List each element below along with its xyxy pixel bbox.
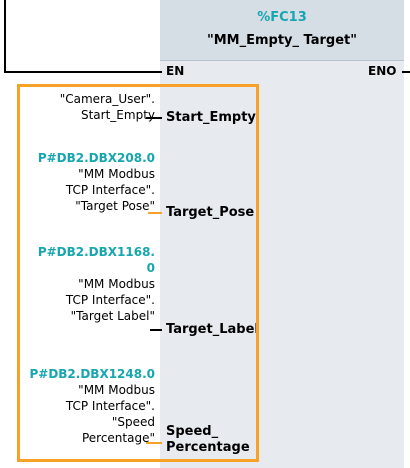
operand-line: Percentage"	[81, 431, 155, 445]
operand-address: 0	[146, 261, 155, 275]
en-pin-label: EN	[166, 64, 185, 78]
pin-speed-percentage[interactable]: Speed_ Percentage	[166, 424, 250, 456]
operand-address: P#DB2.DBX208.0	[37, 151, 155, 165]
pin-start-empty[interactable]: Start_Empty	[166, 110, 256, 125]
block-title: "MM_Empty_ Target"	[206, 33, 358, 48]
operand-line: "Target Pose"	[75, 199, 155, 213]
header-divider	[160, 60, 404, 61]
eno-connection-wire[interactable]	[402, 71, 410, 73]
block-number: %FC13	[257, 10, 307, 25]
operand-line: TCP Interface".	[65, 399, 155, 413]
power-rail	[4, 0, 6, 72]
operand-line: "Camera_User".	[59, 92, 155, 106]
operand-line: "MM Modbus	[78, 383, 155, 397]
operand-line: "MM Modbus	[78, 277, 155, 291]
pin-label-line: Percentage	[166, 440, 250, 455]
operand-address: P#DB2.DBX1248.0	[29, 367, 155, 381]
param-target-label-operand[interactable]: P#DB2.DBX1168. 0 "MM Modbus TCP Interfac…	[38, 244, 155, 324]
pin-label-line: Speed_	[166, 424, 219, 439]
speed-percentage-wire[interactable]	[146, 442, 162, 444]
target-label-wire[interactable]	[150, 329, 162, 331]
function-block-header[interactable]	[160, 0, 404, 60]
operand-line: Start_Empty	[80, 108, 155, 122]
pin-target-pose[interactable]: Target_Pose	[166, 205, 255, 220]
operand-line: TCP Interface".	[65, 183, 155, 197]
param-target-pose-operand[interactable]: P#DB2.DBX208.0 "MM Modbus TCP Interface"…	[38, 150, 155, 214]
param-start-empty-operand[interactable]: "Camera_User". Start_Empty	[60, 91, 155, 123]
target-pose-wire[interactable]	[148, 212, 162, 214]
operand-line: "Speed	[111, 415, 155, 429]
operand-line: "MM Modbus	[78, 167, 155, 181]
operand-address: P#DB2.DBX1168.	[37, 245, 155, 259]
function-block-body[interactable]	[160, 0, 404, 468]
en-connection-wire[interactable]	[4, 71, 162, 73]
pin-target-label[interactable]: Target_Label	[166, 322, 259, 337]
start-empty-wire[interactable]	[146, 117, 162, 119]
eno-pin-label: ENO	[368, 64, 397, 78]
operand-line: TCP Interface".	[65, 293, 155, 307]
highlight-frame	[17, 84, 259, 462]
operand-line: "Target Label"	[70, 309, 155, 323]
param-speed-percentage-operand[interactable]: P#DB2.DBX1248.0 "MM Modbus TCP Interface…	[29, 366, 155, 446]
